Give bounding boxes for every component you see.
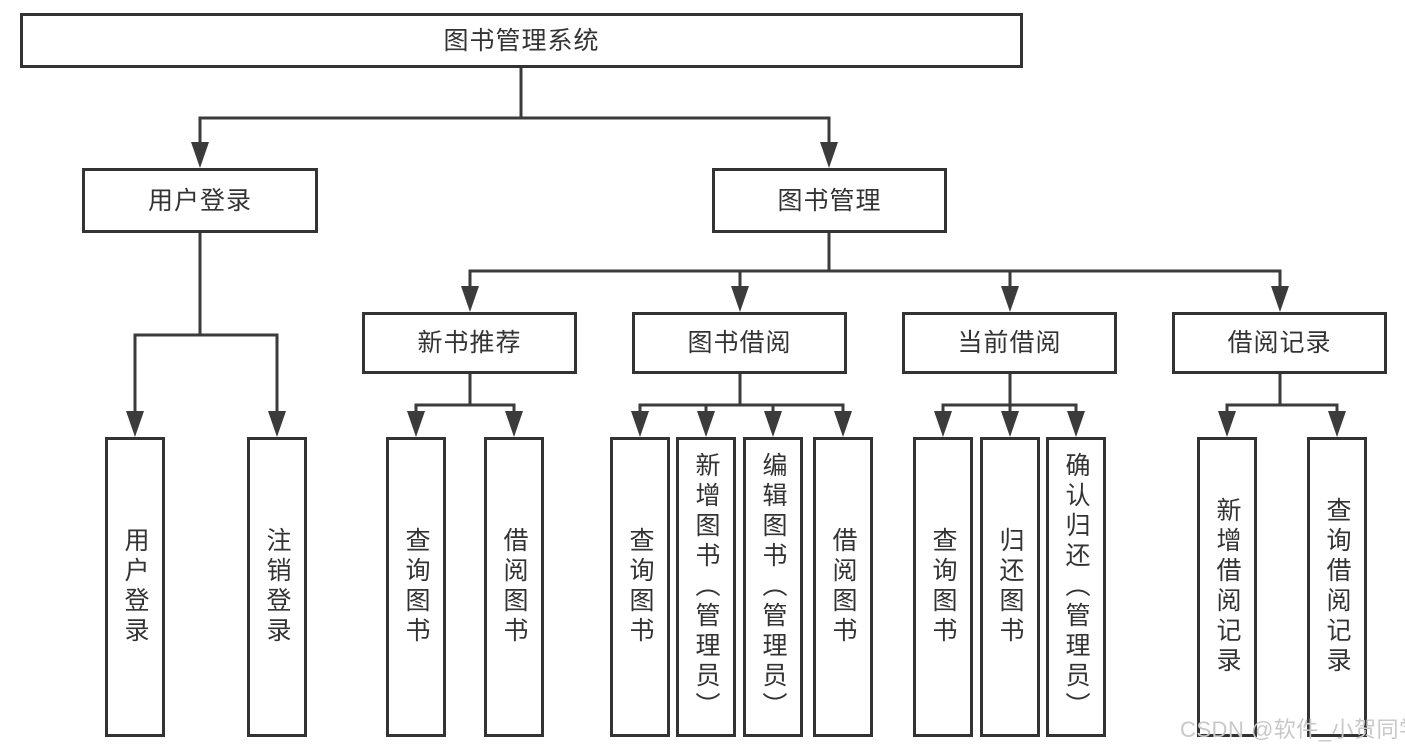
arrow-down-icon	[764, 411, 782, 437]
arrow-down-icon	[505, 411, 523, 437]
node-query-books-recommend: 查询图书	[386, 437, 446, 737]
arrow-down-icon	[268, 411, 286, 437]
arrow-down-icon	[126, 411, 144, 437]
node-user-login: 用户登录	[82, 168, 318, 233]
arrow-down-icon	[1328, 411, 1346, 437]
node-new-book-recommendation: 新书推荐	[362, 312, 577, 374]
node-logout-login: 注销登录	[247, 437, 307, 737]
arrow-down-icon	[1067, 411, 1085, 437]
arrow-down-icon	[1271, 286, 1289, 312]
arrow-down-icon	[697, 411, 715, 437]
node-add-book-admin: 新增图书（管理员）	[676, 437, 736, 737]
node-confirm-return-admin: 确认归还（管理员）	[1046, 437, 1106, 737]
node-borrow-books-leaf: 借阅图书	[813, 437, 873, 737]
node-user-login-leaf: 用户登录	[105, 437, 165, 737]
node-borrowing-records: 借阅记录	[1172, 312, 1387, 374]
node-query-borrowing-record: 查询借阅记录	[1307, 437, 1367, 737]
watermark: CSDN @软件_小贺同学	[1180, 717, 1405, 742]
arrow-down-icon	[1218, 411, 1236, 437]
arrow-down-icon	[820, 142, 838, 168]
node-book-borrowing: 图书借阅	[632, 312, 847, 374]
arrow-down-icon	[1001, 411, 1019, 437]
arrow-down-icon	[631, 411, 649, 437]
node-query-books-borrowing: 查询图书	[610, 437, 670, 737]
arrow-down-icon	[934, 411, 952, 437]
node-book-management: 图书管理	[712, 168, 947, 233]
node-add-borrowing-record: 新增借阅记录	[1197, 437, 1257, 737]
node-return-book: 归还图书	[980, 437, 1040, 737]
arrow-down-icon	[731, 286, 749, 312]
arrow-down-icon	[461, 286, 479, 312]
node-library-management-system: 图书管理系统	[20, 13, 1023, 68]
connector-paths	[133, 66, 1339, 416]
arrow-down-icon	[191, 142, 209, 168]
node-query-books-current: 查询图书	[913, 437, 973, 737]
arrow-down-icon	[407, 411, 425, 437]
node-current-borrowing: 当前借阅	[902, 312, 1117, 374]
node-borrow-books-recommend: 借阅图书	[484, 437, 544, 737]
arrow-down-icon	[1001, 286, 1019, 312]
arrowhead-icons	[126, 142, 1346, 437]
node-edit-book-admin: 编辑图书（管理员）	[743, 437, 803, 737]
arrow-down-icon	[834, 411, 852, 437]
